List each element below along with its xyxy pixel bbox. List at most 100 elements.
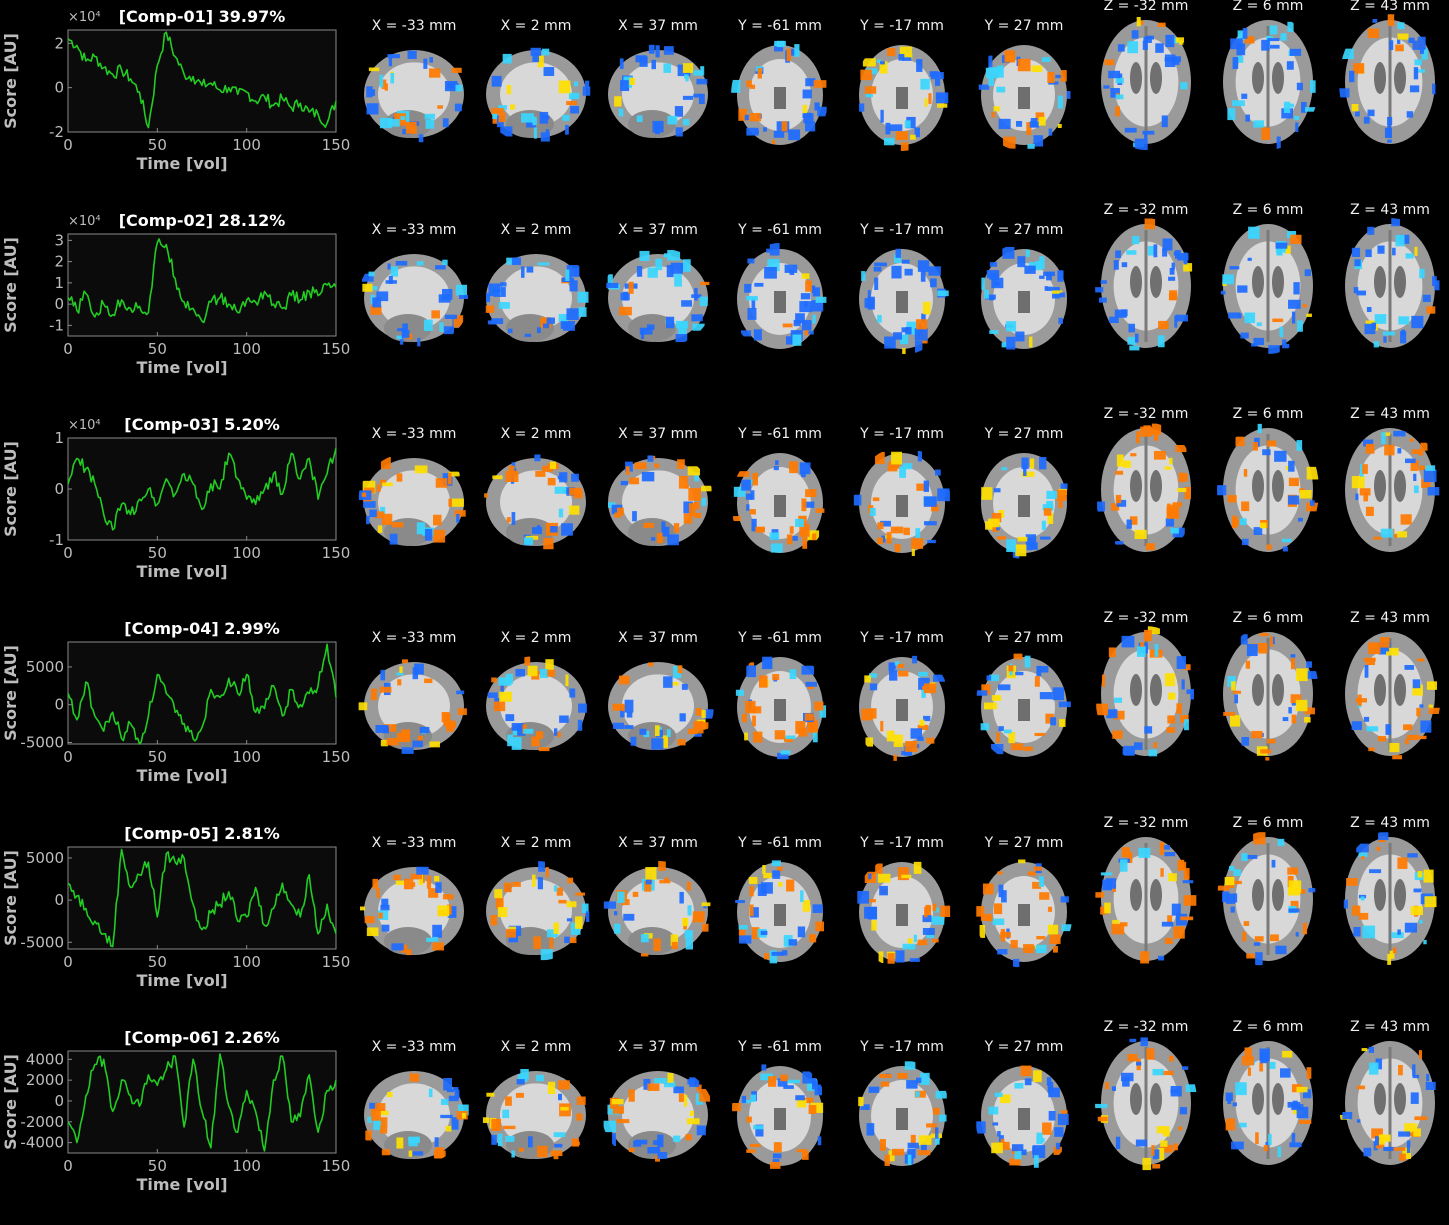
activation-blob	[1405, 253, 1414, 259]
activation-blob	[1129, 345, 1140, 351]
activation-blob	[1373, 341, 1379, 348]
activation-blob	[976, 1121, 986, 1134]
activation-blob	[643, 522, 654, 528]
activation-blob	[1423, 469, 1437, 483]
brain-slice: X = 37 mm	[599, 1021, 717, 1225]
activation-overlay	[366, 50, 463, 143]
activation-blob	[937, 103, 948, 108]
brain-slice: Y = -61 mm	[721, 408, 839, 612]
activation-blob	[792, 334, 802, 346]
activation-blob	[574, 916, 583, 929]
activation-blob	[1275, 242, 1288, 249]
activation-blob	[670, 262, 683, 274]
activation-blob	[753, 1125, 764, 1130]
activation-blob	[560, 1106, 569, 1111]
activation-blob	[1290, 654, 1296, 658]
slice-image	[976, 859, 1072, 968]
activation-blob	[853, 494, 862, 506]
brain-slice: Y = -17 mm	[843, 0, 961, 204]
activation-blob	[802, 1150, 809, 1160]
activation-blob	[1299, 490, 1312, 499]
slice-coordinate-label: X = 2 mm	[500, 630, 572, 646]
activation-blob	[379, 686, 392, 693]
activation-blob	[932, 903, 937, 912]
activation-blob	[645, 867, 657, 880]
activation-blob	[451, 498, 464, 507]
activation-blob	[396, 473, 403, 482]
activation-blob	[774, 40, 786, 47]
activation-blob	[521, 113, 534, 123]
activation-blob	[487, 320, 498, 325]
brain-slice: Y = -17 mm	[843, 612, 961, 816]
ventricle	[1394, 266, 1406, 298]
activation-blob	[564, 936, 570, 944]
brain-anatomy	[1101, 224, 1191, 348]
activation-blob	[780, 750, 791, 755]
activation-blob	[877, 522, 884, 530]
activation-blob	[1251, 730, 1263, 739]
activation-blob	[934, 469, 941, 476]
activation-blob	[682, 917, 689, 927]
activation-blob	[1124, 127, 1137, 133]
activation-blob	[628, 1147, 635, 1153]
activation-blob	[1046, 286, 1053, 291]
activation-blob	[902, 348, 906, 355]
activation-blob	[1171, 903, 1181, 916]
activation-blob	[1365, 443, 1375, 454]
slice-coordinate-label: X = 2 mm	[500, 426, 572, 442]
activation-blob	[666, 729, 671, 738]
activation-blob	[746, 1116, 752, 1123]
activation-blob	[372, 878, 379, 889]
activation-blob	[534, 454, 541, 462]
activation-blob	[692, 911, 705, 923]
activation-blob	[1097, 501, 1106, 512]
activation-blob	[1237, 30, 1247, 40]
activation-blob	[1115, 77, 1124, 84]
activation-blob	[864, 675, 871, 683]
activation-blob	[1398, 316, 1410, 325]
slice-image	[606, 249, 710, 343]
activation-blob	[1136, 431, 1140, 444]
activation-blob	[1020, 1065, 1032, 1077]
activation-overlay	[740, 243, 827, 346]
activation-blob	[1295, 699, 1308, 712]
activation-blob	[925, 904, 931, 913]
y-tick-label: 3	[54, 231, 64, 249]
activation-blob	[880, 720, 884, 732]
activation-blob	[1021, 1149, 1027, 1156]
cerebellum	[384, 314, 432, 342]
activation-blob	[1269, 44, 1280, 49]
activation-blob	[448, 471, 460, 477]
activation-blob	[1173, 1143, 1178, 1151]
activation-blob	[923, 683, 937, 694]
white-matter	[622, 879, 694, 943]
activation-blob	[1217, 885, 1230, 891]
activation-blob	[786, 879, 795, 892]
activation-blob	[891, 265, 902, 279]
slice-image	[735, 656, 827, 760]
activation-blob	[540, 317, 552, 329]
slice-image	[1223, 20, 1316, 150]
activation-blob	[565, 269, 570, 281]
activation-blob	[1105, 878, 1117, 889]
activation-blob	[750, 907, 759, 918]
activation-blob	[1287, 887, 1300, 896]
ventricle	[1394, 1083, 1406, 1115]
activation-blob	[1109, 316, 1119, 324]
activation-blob	[651, 537, 656, 541]
activation-blob	[875, 863, 883, 874]
activation-blob	[677, 323, 687, 335]
activation-blob	[1162, 238, 1173, 251]
activation-blob	[639, 327, 653, 335]
slice-coordinate-label: X = 37 mm	[618, 1039, 698, 1055]
activation-blob	[383, 724, 397, 732]
activation-overlay	[487, 656, 587, 752]
slice-image	[859, 248, 949, 355]
activation-blob	[891, 451, 903, 465]
activation-overlay	[490, 861, 590, 961]
activation-blob	[746, 127, 759, 136]
activation-blob	[889, 124, 903, 131]
activation-blob	[907, 938, 913, 944]
